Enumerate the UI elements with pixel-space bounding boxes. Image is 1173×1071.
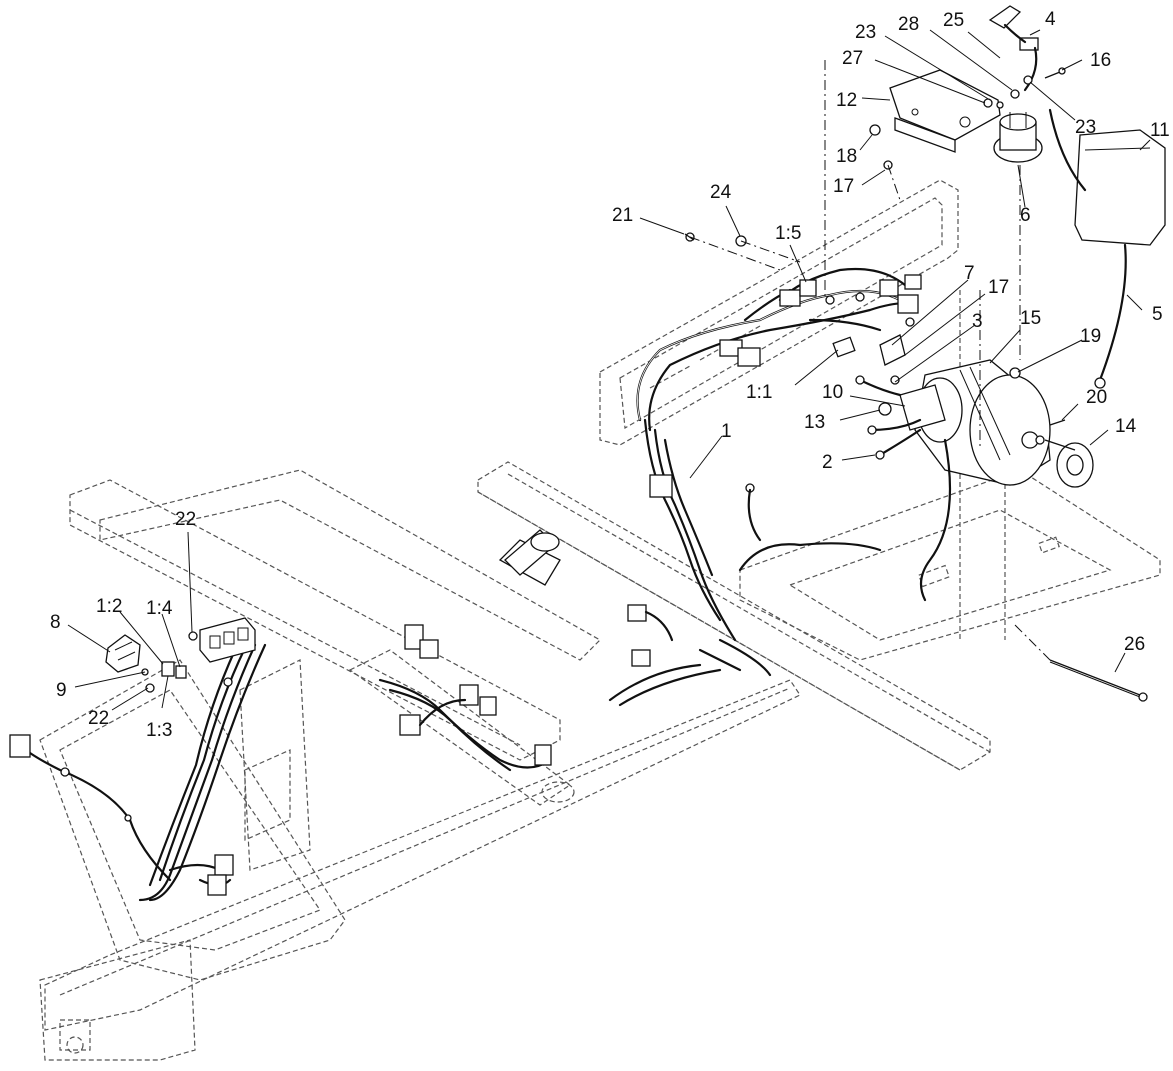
- chassis-frame: [39, 179, 1161, 1061]
- callout-8: 8: [50, 612, 61, 633]
- callout-12: 12: [836, 90, 857, 111]
- callout-18: 18: [836, 146, 857, 167]
- callout-14: 14: [1115, 416, 1137, 437]
- callout-9: 9: [56, 680, 67, 701]
- starter-wires: [855, 375, 952, 602]
- leader-lines: [67, 29, 1151, 711]
- connector-block-22: [199, 617, 256, 663]
- callout-26: 26: [1124, 634, 1145, 655]
- callout-1-3: 1:3: [146, 720, 172, 741]
- callout-1-2: 1:2: [96, 596, 122, 617]
- callout-1-4: 1:4: [146, 598, 173, 619]
- callout-15: 15: [1020, 308, 1041, 329]
- bolts-21-24: [684, 232, 801, 271]
- callout-20: 20: [1086, 387, 1107, 408]
- callout-23-right: 23: [1075, 117, 1096, 138]
- drive-shaft: [498, 529, 561, 586]
- callout-17-mid: 17: [988, 277, 1009, 298]
- wire-harness: [9, 267, 922, 902]
- callout-1-1: 1:1: [746, 382, 772, 403]
- small-hardware: [141, 631, 198, 693]
- fuse-holder: [988, 5, 1039, 92]
- rod-26: [1014, 624, 1148, 702]
- callout-4: 4: [1045, 9, 1056, 30]
- callout-17-top: 17: [833, 176, 854, 197]
- callout-27: 27: [842, 48, 863, 69]
- callout-24: 24: [710, 182, 732, 203]
- key-switch-8: [105, 634, 141, 673]
- callout-2: 2: [822, 452, 833, 473]
- callout-6: 6: [1020, 205, 1031, 226]
- callout-23-top: 23: [855, 22, 876, 43]
- callout-5: 5: [1152, 304, 1163, 325]
- callout-22-top: 22: [175, 509, 196, 530]
- callout-21: 21: [612, 205, 633, 226]
- starter-motor: [899, 359, 1051, 486]
- starter-bolts: [878, 367, 1066, 426]
- switch-1-2: [161, 661, 175, 677]
- switch-1-4: [175, 665, 187, 679]
- callout-22-bottom: 22: [88, 708, 109, 729]
- callout-25: 25: [943, 10, 964, 31]
- callout-28: 28: [898, 14, 919, 35]
- callout-1-5: 1:5: [775, 223, 801, 244]
- pulley: [1044, 439, 1094, 488]
- solenoid-bracket: [889, 69, 1001, 153]
- callouts: 4 25 28 23 16 27 12 23 11 18 17 6 24 21 …: [50, 9, 1170, 741]
- callout-13: 13: [804, 412, 825, 433]
- callout-7: 7: [964, 263, 975, 284]
- callout-10: 10: [822, 382, 843, 403]
- callout-11: 11: [1150, 120, 1170, 141]
- callout-19: 19: [1080, 326, 1101, 347]
- callout-16: 16: [1090, 50, 1111, 71]
- callout-1: 1: [721, 421, 732, 442]
- solenoid: [993, 112, 1043, 163]
- alignment-lines: [824, 60, 1021, 450]
- callout-3: 3: [972, 311, 983, 332]
- battery-cable: [1048, 108, 1166, 389]
